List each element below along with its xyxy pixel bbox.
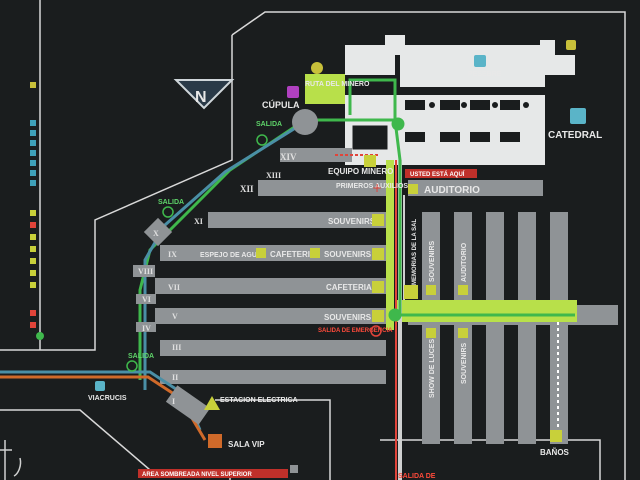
north-label: N [195,89,207,106]
station-viii: VIII [138,267,153,276]
usted-esta-aqui-label: USTED ESTÁ AQUÍ [410,170,465,178]
souvenir-icon-3 [372,310,384,322]
auditorio-vertical-label: AUDITORIO [461,242,468,282]
exit-icon-1 [256,134,268,146]
exit-labels: SALIDA SALIDA SALIDA [128,121,282,360]
station-xiii: XIII [266,171,281,180]
memorias-de-la-sal-label: MEMORIAS DE LA SAL [412,219,418,285]
salida-de-emergencia-label: SALIDA DE EMERGENCIA [318,328,393,334]
station-numerals: XIV XIII XII XI X IX VIII VII VI V IV II… [138,152,297,406]
ruta-del-minero-label: RUTA DEL MINERO [305,81,370,88]
show-icon [426,328,436,338]
first-aid-icon: + [372,181,382,195]
souvenir-icon-4 [426,285,436,295]
cathedral-icon [570,108,586,124]
show-de-luces-label: SHOW DE LUCES [429,339,436,398]
map-icons: + [95,40,586,473]
exit-icon-2 [162,206,174,218]
souvenir-icon-5 [458,328,468,338]
souvenirs-label-1: SOUVENIRS [328,217,376,226]
nativity-icon [474,55,486,67]
station-x: X [153,229,159,238]
station-iv: IV [142,324,151,333]
station-iii: III [172,343,181,352]
primeros-auxilios-label: PRIMEROS AUXILIOS [336,183,408,190]
place-labels: CÚPULA RUTA DEL MINERO PESEBRE CATEDRAL … [88,71,602,457]
cafeteria-label-2: CAFETERIA [326,283,372,292]
emergency-exit-icon [370,325,382,337]
souvenirs-vertical-label-2: SOUVENIRS [461,342,468,384]
cafe-icon-1 [310,248,320,258]
station-i: I [172,397,175,406]
restroom-icon-1 [404,285,418,299]
auditorio-label: AUDITORIO [424,185,480,196]
station-xi: XI [194,217,203,226]
station-vi: VI [142,295,151,304]
map-outlines [0,0,626,480]
sala-vip-label: SALA VIP [228,440,265,449]
warning-icon [204,396,220,410]
cupula-label: CÚPULA [262,99,300,110]
left-legend-strip [30,82,44,340]
salida-label-1: SALIDA [256,121,282,128]
north-arrow-icon: N [173,79,235,110]
cupula-icon [287,86,299,98]
souvenirs-label-3: SOUVENIRS [324,313,372,322]
souvenirs-vertical-label-1: SOUVENIRS [429,240,436,282]
estacion-electrica-label: ESTACION ELECTRICA [220,397,298,404]
pesebre-label: PESEBRE [468,71,502,78]
cafe-icon-2 [372,281,384,293]
water-mirror-icon [256,248,266,258]
espejo-de-agua-label: ESPEJO DE AGUA [200,252,262,259]
equipo-minero-label: EQUIPO MINERO [328,167,393,176]
logo-cross [0,440,22,480]
salida-de-bottom-label: SALIDA DE [398,473,436,480]
station-xii: XII [240,184,254,194]
miner-helmet-icon [311,62,323,74]
vip-icon [208,434,222,448]
red-labels: USTED ESTÁ AQUÍ SALIDA DE EMERGENCIA ARE… [138,169,477,480]
restroom-icon-2 [550,430,562,442]
auditorio-icon [408,184,418,194]
station-ix: IX [168,250,177,259]
vertical-labels: MEMORIAS DE LA SAL SOUVENIRS AUDITORIO S… [412,219,468,398]
vertical-corridors [422,212,568,444]
area-sombreada-label: AREA SOMBREADA NIVEL SUPERIOR [142,472,252,478]
banos-label: BAÑOS [540,448,570,457]
viacrucis-label: VIACRUCIS [88,395,127,402]
cathedral-top-icon [566,40,576,50]
station-ii: II [172,373,178,382]
station-vii: VII [168,283,180,292]
cafeteria-label-1: CAFETERIA [270,250,316,259]
viacrucis-icon [95,381,105,391]
souvenir-icon-2 [372,248,384,260]
salida-label-2: SALIDA [158,199,184,206]
cathedral-building [345,35,575,165]
auditorio-icon-2 [458,285,468,295]
station-xiv: XIV [280,152,297,162]
souvenir-icon-1 [372,214,384,226]
exit-icon-3 [126,360,138,372]
miner-equipment-icon [364,155,376,167]
souvenirs-label-2: SOUVENIRS [324,250,372,259]
station-v: V [172,312,178,321]
catedral-label: CATEDRAL [548,130,602,141]
cupula-marker [292,109,318,135]
salida-label-3: SALIDA [128,353,154,360]
area-shade-icon [290,465,298,473]
